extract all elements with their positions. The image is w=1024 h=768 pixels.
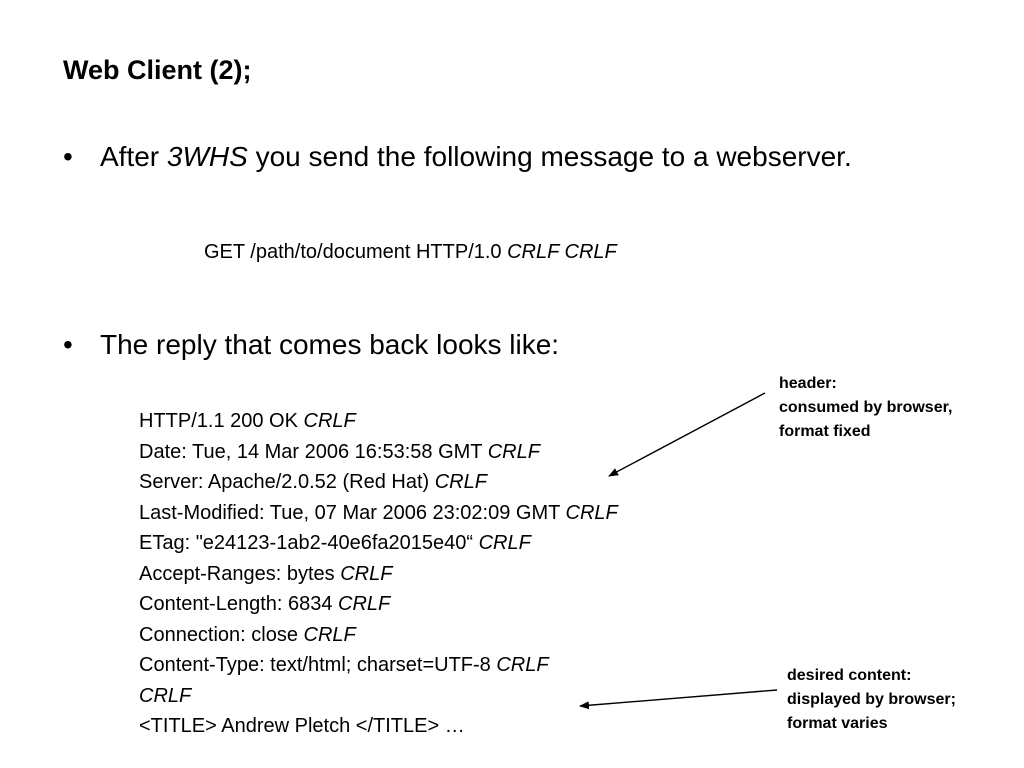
reply-line-crlf: CRLF <box>565 501 618 524</box>
reply-line-text: Accept-Ranges: bytes <box>139 562 341 585</box>
get-request-line: GET /path/to/document HTTP/1.0 CRLF CRLF <box>204 238 617 266</box>
reply-line-text: <TITLE> Andrew Pletch </TITLE> … <box>139 715 465 737</box>
slide-title: Web Client (2); <box>63 55 252 85</box>
annotation-line: displayed by browser; <box>787 691 956 708</box>
reply-line: Content-Type: text/html; charset=UTF-8 C… <box>139 650 618 681</box>
reply-line-crlf: CRLF <box>338 593 391 615</box>
header-arrow <box>608 392 766 477</box>
bullet-text: The reply that comes back looks like: <box>100 329 560 360</box>
annotation-line: consumed by browser, <box>779 399 953 416</box>
reply-line-text: Content-Length: 6834 <box>139 593 339 615</box>
reply-line-text: Server: Apache/2.0.52 (Red Hat) <box>139 471 435 493</box>
reply-line-text: Connection: close <box>139 623 304 646</box>
annotation-line: header: <box>779 375 837 392</box>
header-annotation: header: consumed by browser, format fixed <box>779 372 952 444</box>
annotation-line: format varies <box>787 715 888 732</box>
reply-line-crlf: CRLF <box>487 440 540 463</box>
reply-line-text: HTTP/1.1 200 OK <box>139 410 304 432</box>
reply-line: Last-Modified: Tue, 07 Mar 2006 23:02:09… <box>139 498 618 529</box>
reply-line: HTTP/1.1 200 OK CRLF <box>139 406 618 437</box>
reply-line-crlf: CRLF <box>340 562 393 585</box>
reply-line: Date: Tue, 14 Mar 2006 16:53:58 GMT CRLF <box>139 437 618 468</box>
annotation-line: format fixed <box>779 423 871 440</box>
reply-line: Connection: close CRLF <box>139 620 618 651</box>
reply-line: ETag: "e24123-1ab2-40e6fa2015e40“ CRLF <box>139 528 618 559</box>
bullet-text-italic: 3WHS <box>166 141 248 172</box>
reply-line-crlf: CRLF <box>303 410 356 432</box>
request-text: GET /path/to/document HTTP/1.0 <box>204 241 508 263</box>
reply-line-crlf: CRLF <box>303 623 356 646</box>
reply-line: Accept-Ranges: bytes CRLF <box>139 559 618 590</box>
reply-line-crlf: CRLF <box>496 654 549 676</box>
reply-line: <TITLE> Andrew Pletch </TITLE> … <box>139 711 618 742</box>
request-crlf: CRLF CRLF <box>507 241 617 263</box>
reply-line-text: Content-Type: text/html; charset=UTF-8 <box>139 654 497 676</box>
reply-line-crlf: CRLF <box>434 471 487 493</box>
reply-line: Content-Length: 6834 CRLF <box>139 589 618 620</box>
bullet-text-after: you send the following message to a webs… <box>247 141 852 172</box>
reply-line-crlf: CRLF <box>139 684 192 707</box>
bullet-dot: • <box>63 141 73 172</box>
bullet-dot: • <box>63 329 73 360</box>
reply-line-text: Date: Tue, 14 Mar 2006 16:53:58 GMT <box>139 440 488 463</box>
content-annotation: desired content: displayed by browser; for… <box>787 664 956 736</box>
reply-line: Server: Apache/2.0.52 (Red Hat) CRLF <box>139 467 618 498</box>
reply-line-text: Last-Modified: Tue, 07 Mar 2006 23:02:09… <box>139 501 566 524</box>
reply-line: CRLF <box>139 681 618 712</box>
annotation-line: desired content: <box>787 667 912 684</box>
bullet-text: After 3WHS you send the following messag… <box>100 137 880 176</box>
bullet-text-before: After <box>100 141 167 172</box>
reply-line-text: ETag: "e24123-1ab2-40e6fa2015e40“ <box>139 532 479 554</box>
reply-line-crlf: CRLF <box>478 532 531 554</box>
